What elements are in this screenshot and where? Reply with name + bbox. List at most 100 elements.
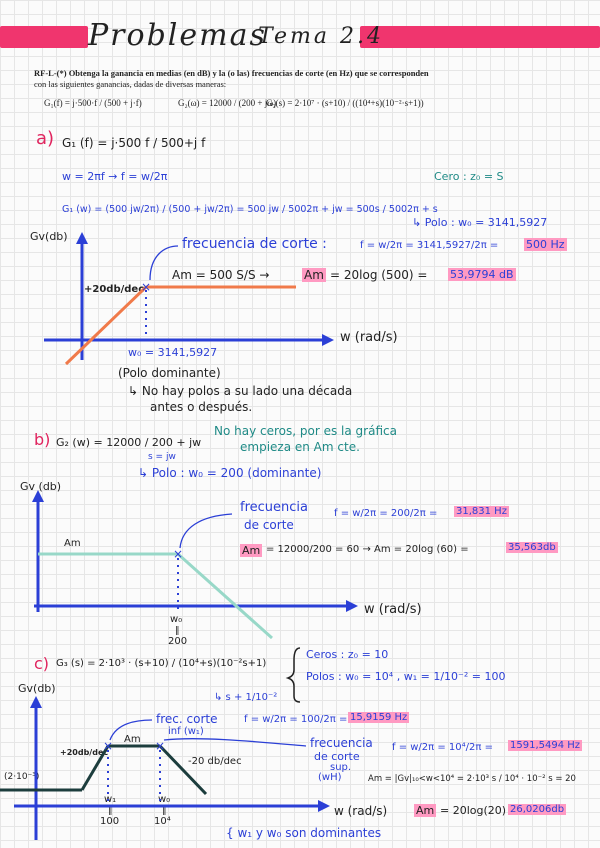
part-c-fc-sup-4: (wH)	[318, 772, 342, 783]
part-b-am-formula: = 12000/200 = 60 → Am = 20log (60) =	[266, 544, 469, 555]
part-c-w1-3: 100	[100, 816, 120, 827]
part-b-pole: ↳ Polo : w₀ = 200 (dominante)	[138, 466, 322, 480]
part-a-am-line: Am = 500 S/S →	[172, 268, 270, 282]
part-b-g2-def: G₂ (w) = 12000 / 200 + jw	[56, 436, 202, 449]
part-b-fc-value: 31,831 Hz	[454, 506, 509, 517]
part-a-pole-note: ↳ Polo : w₀ = 3141,5927	[412, 216, 548, 229]
part-c-poles: Polos : w₀ = 10⁴ , w₁ = 1/10⁻² = 100	[306, 670, 506, 683]
graph-b-fall-line	[177, 552, 273, 640]
part-c-w1-1: w₁	[104, 794, 117, 805]
part-c-fc-sup-2: de corte	[314, 750, 360, 763]
part-c-left-val: (2·10⁻³)	[4, 772, 40, 782]
graph-b-fc-arrow	[179, 513, 233, 549]
part-c-w0-2: ‖	[162, 806, 167, 816]
part-a-g1-def: G₁ (f) = j·500 f / 500+j f	[62, 136, 206, 150]
graph-a-y-arrow	[76, 232, 88, 244]
part-b-am-tag: Am	[64, 538, 81, 549]
part-b-w0-1: w₀	[170, 614, 183, 625]
header-subtitle: Tema 2.4	[258, 24, 384, 49]
statement-g1: G₁(f) = j·500·f / (500 + j·f)	[44, 98, 142, 108]
part-b-w0-3: 200	[168, 636, 188, 647]
graph-c: × ×	[0, 696, 330, 840]
part-c-am-tag: Am	[124, 734, 141, 745]
part-b-no-zeros-2: empieza en Am cte.	[240, 440, 360, 454]
part-c-axis-x: w (rad/s)	[334, 804, 388, 818]
part-c-slope-up: +20db/dec	[60, 748, 109, 757]
graph-c-fc-inf-arrow	[109, 719, 153, 741]
graph-b-x-arrow	[346, 600, 358, 612]
part-a-axis-x: w (rad/s)	[340, 330, 398, 345]
part-b-am-value: 35,563db	[506, 542, 558, 553]
part-b-fc-formula: f = w/2π = 200/2π =	[334, 508, 438, 519]
header-bar-right	[360, 26, 600, 48]
part-c-fc-sup-3: sup.	[330, 762, 352, 773]
part-c-fc-inf-2: inf (w₁)	[168, 726, 204, 737]
part-c-am-formula: = 20log(20) =	[440, 804, 519, 817]
part-c-w1-2: ‖	[108, 806, 113, 816]
statement-line-1: RF-L-(*) Obtenga la ganancia en medias (…	[34, 68, 429, 78]
part-a-am-label: Am	[302, 268, 326, 282]
graph-a: ×	[44, 232, 334, 366]
part-a-label: a)	[36, 128, 55, 149]
graph-c-fc-sup-arrow	[163, 738, 307, 747]
part-a-w0-label: w₀ = 3141,5927	[128, 346, 218, 359]
part-a-note-2: antes o después.	[150, 400, 253, 414]
part-a-fc-label: frecuencia de corte :	[182, 236, 327, 252]
part-c-g3-def: G₃ (s) = 2·10³ · (s+10) / (10⁴+s)(10⁻²s+…	[56, 658, 267, 669]
statement-g2: G₂(ω) = 12000 / (200 + jω)	[178, 98, 277, 108]
part-c-slope-down: -20 db/dec	[188, 756, 242, 767]
header-title: Problemas	[88, 18, 267, 53]
graph-b: ×	[32, 490, 358, 640]
part-b-fc-label-1: frecuencia	[240, 500, 308, 515]
part-b-no-zeros-1: No hay ceros, por es la gráfica	[214, 424, 397, 438]
part-c-am-value: 26,0206db	[508, 804, 567, 815]
part-a-w-relation: w = 2πf → f = w/2π	[62, 170, 168, 183]
graph-c-pole-w1-x: ×	[103, 739, 113, 753]
part-c-fc-inf-formula: f = w/2π = 100/2π =	[244, 714, 348, 725]
part-b-s-sub: s = jw	[148, 452, 176, 462]
part-c-fc-sup-1: frecuencia	[310, 736, 373, 750]
part-c-fc-sup-value: 1591,5494 Hz	[508, 740, 583, 751]
part-c-fc-inf-1: frec. corte	[156, 712, 218, 726]
part-c-axis-y: Gv(db)	[18, 682, 56, 695]
graph-c-fall	[158, 744, 208, 796]
graph-c-x-arrow	[318, 800, 330, 812]
part-a-slope: +20db/dec	[84, 284, 145, 295]
part-a-g1-w: G₁ (w) = (500 jw/2π) / (500 + jw/2π) = 5…	[62, 204, 438, 215]
statement-line-2: con las siguientes ganancias, dadas de d…	[34, 79, 227, 89]
statement-g3: G₃(s) = 2·10⁷ · (s+10) / ((10⁴+s)(10⁻²·s…	[266, 98, 424, 108]
graph-a-fc-arrow	[149, 245, 179, 281]
part-a-zero-note: Cero : z₀ = S	[434, 170, 504, 183]
graph-c-pole-w0-x: ×	[155, 739, 165, 753]
part-a-pole-dominant: (Polo dominante)	[118, 366, 221, 380]
graph-a-x-arrow	[322, 334, 334, 346]
part-c-label: c)	[34, 654, 50, 673]
part-c-w0-3: 10⁴	[154, 816, 171, 827]
part-c-w0-1: w₀	[158, 794, 171, 805]
part-a-fc-value: 500 Hz	[524, 238, 567, 251]
part-c-zeros: Ceros : z₀ = 10	[306, 648, 389, 661]
part-a-fc-formula: f = w/2π = 3141,5927/2π =	[360, 240, 499, 251]
graph-c-y-arrow	[30, 696, 42, 708]
header-bar-left	[0, 26, 88, 48]
part-c-footer: { w₁ y w₀ son dominantes	[226, 826, 382, 840]
part-a-axis-y: Gv(db)	[30, 230, 68, 243]
part-c-brace	[285, 647, 301, 703]
graph-a-rise-line	[64, 285, 148, 366]
part-c-fc-inf-value: 15,9159 Hz	[348, 712, 410, 723]
graph-b-y-arrow	[32, 490, 44, 502]
graph-c-rise	[80, 745, 110, 791]
part-b-axis-y: Gv (db)	[20, 480, 62, 493]
part-b-fc-label-2: de corte	[244, 518, 294, 532]
part-c-am-calc: Am = |Gv|₁₀<w<10⁴ = 2·10³ s / 10⁴ · 10⁻²…	[368, 774, 576, 784]
part-b-label: b)	[34, 430, 51, 449]
part-b-w0-2: ‖	[175, 626, 180, 636]
part-a-note-1: ↳ No hay polos a su lado una década	[128, 384, 353, 398]
part-a-am-value: 53,9794 dB	[448, 268, 516, 281]
part-c-fc-sup-formula: f = w/2π = 10⁴/2π =	[392, 742, 493, 753]
part-b-am-label: Am	[240, 544, 263, 557]
part-c-am-label: Am	[414, 804, 437, 817]
part-a-am-formula: = 20log (500) =	[330, 268, 428, 282]
